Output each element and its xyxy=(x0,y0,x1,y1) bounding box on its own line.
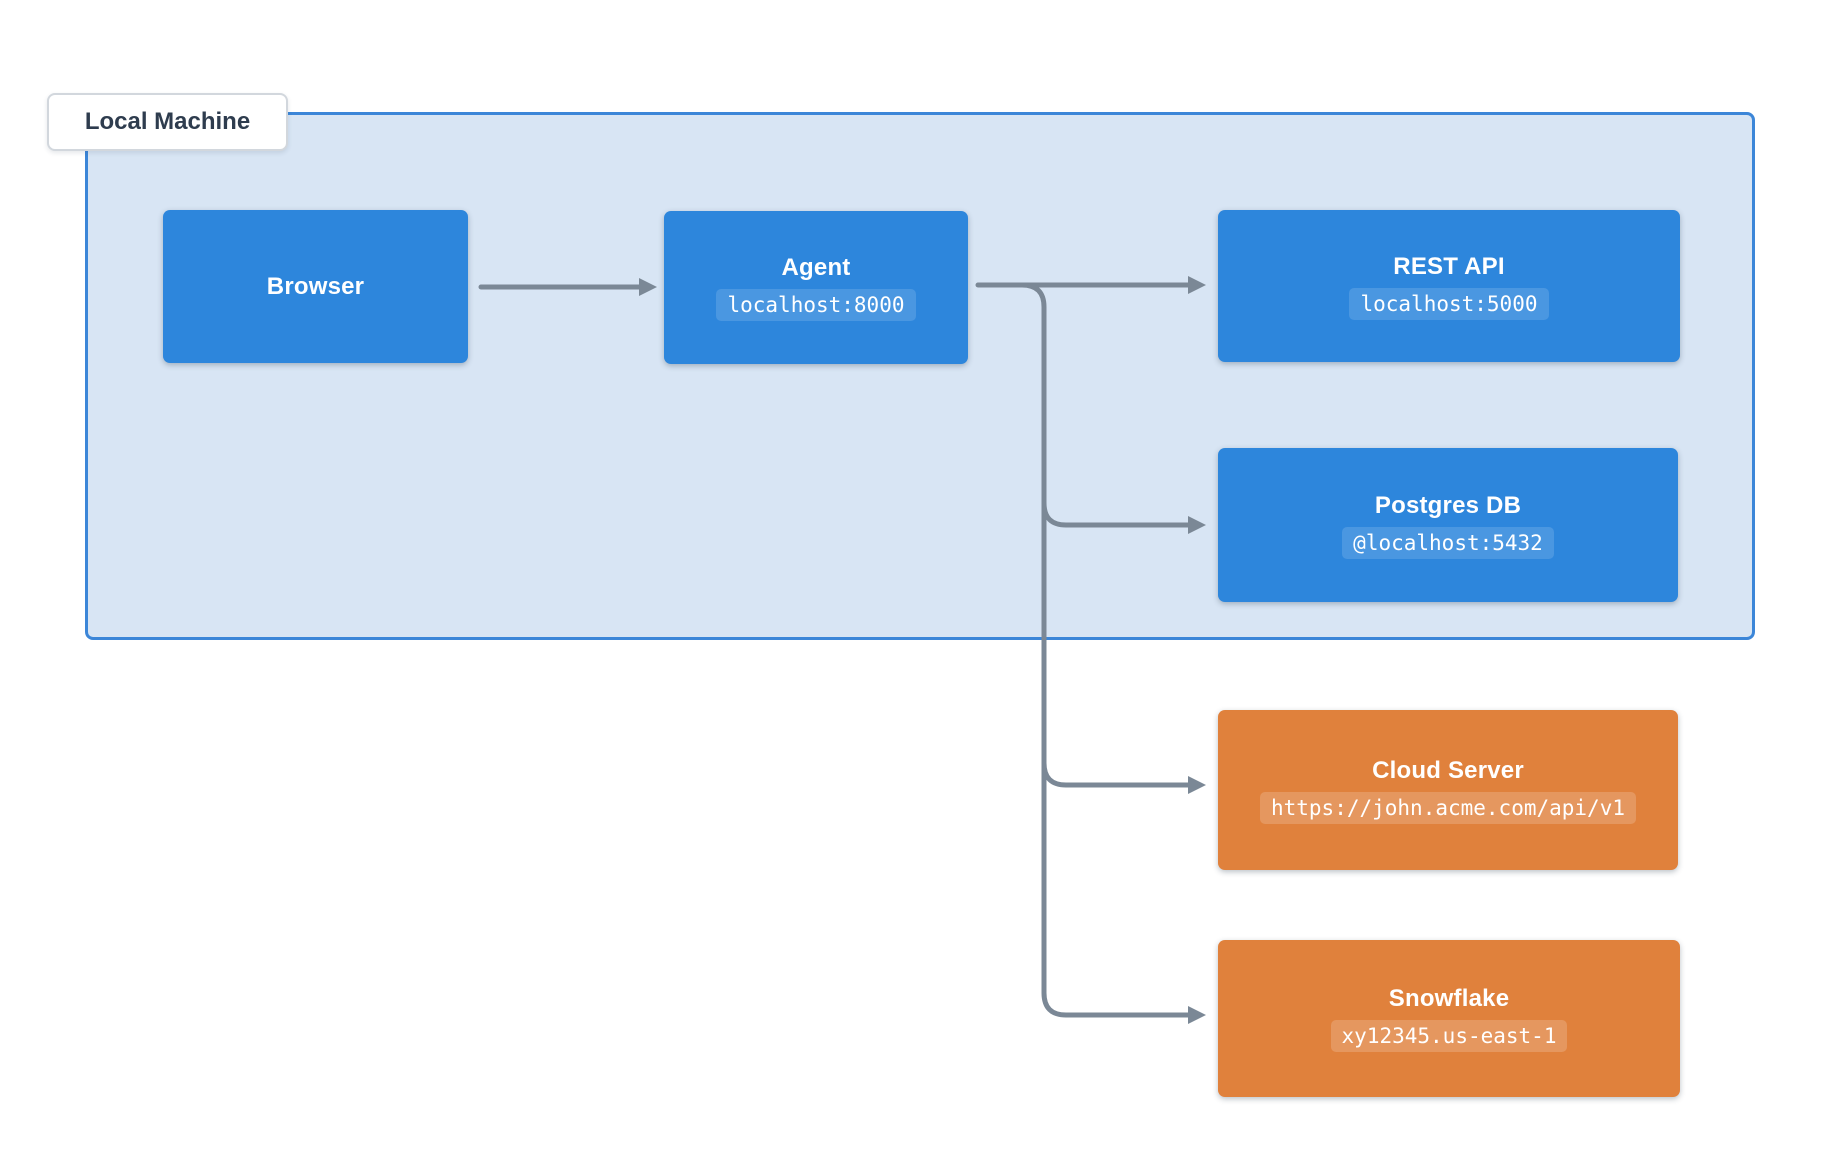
edge-agent-cloud xyxy=(1041,760,1191,788)
node-cloud-server: Cloud Server https://john.acme.com/api/v… xyxy=(1218,710,1678,870)
node-address-badge: localhost:8000 xyxy=(716,289,916,321)
node-rest-api: REST API localhost:5000 xyxy=(1218,210,1680,362)
node-title: Postgres DB xyxy=(1374,491,1522,519)
node-agent: Agent localhost:8000 xyxy=(664,211,968,364)
node-address-badge: @localhost:5432 xyxy=(1342,526,1554,559)
node-address-badge: xy12345.us-east-1 xyxy=(1330,1020,1568,1052)
arrowhead-cloud xyxy=(1188,776,1206,794)
node-postgres-db: Postgres DB @localhost:5432 xyxy=(1218,448,1678,602)
node-address-badge: localhost:5000 xyxy=(1349,287,1549,320)
node-title: Snowflake xyxy=(1388,985,1510,1012)
node-address-badge: https://john.acme.com/api/v1 xyxy=(1259,791,1636,824)
node-snowflake: Snowflake xy12345.us-east-1 xyxy=(1218,940,1680,1097)
local-machine-label: Local Machine xyxy=(47,93,288,151)
node-title: Browser xyxy=(266,272,365,300)
node-title: Cloud Server xyxy=(1372,756,1524,784)
node-title: Agent xyxy=(781,254,851,281)
node-title: REST API xyxy=(1393,252,1505,280)
node-browser: Browser xyxy=(163,210,468,363)
arrowhead-snowflake xyxy=(1188,1006,1206,1024)
